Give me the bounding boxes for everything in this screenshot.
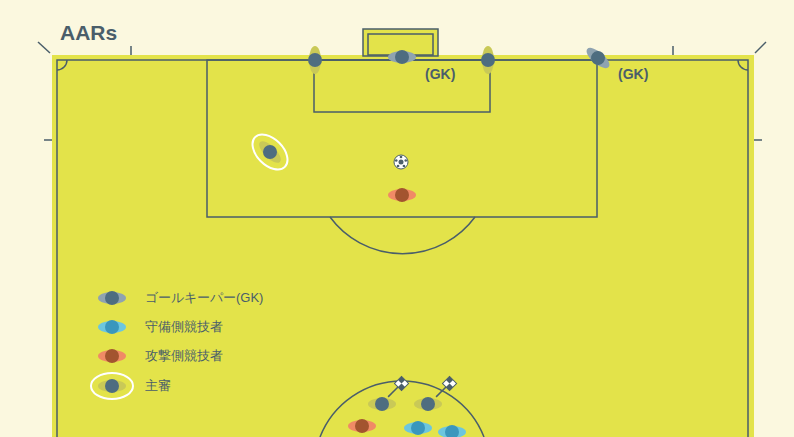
- pitch-lines: [57, 60, 748, 437]
- gk-player: [583, 44, 613, 73]
- referee-ring: [246, 128, 294, 176]
- tick: [755, 42, 766, 53]
- att-player: [388, 188, 416, 202]
- corner-arc-left: [57, 60, 67, 70]
- ar-player: [414, 397, 442, 411]
- penalty-area: [207, 60, 597, 217]
- tick: [44, 139, 52, 141]
- ref-player: [246, 128, 294, 176]
- diagram-title: AARs: [60, 20, 117, 45]
- gk-player: [388, 50, 416, 64]
- tick: [754, 139, 762, 141]
- tick: [38, 42, 50, 53]
- goal-area: [314, 60, 490, 112]
- def-player: [98, 320, 126, 334]
- def-player: [438, 425, 466, 437]
- ar-player: [481, 46, 495, 74]
- penalty-arc: [330, 217, 475, 254]
- goalkeeper-label: (GK): [425, 66, 455, 83]
- ar-player: [308, 46, 322, 74]
- pitch-ground: [52, 55, 754, 437]
- distance-marks: [38, 42, 766, 140]
- touch-and-goal-lines: [57, 60, 748, 437]
- goalkeeper-label: (GK): [618, 66, 648, 83]
- att-player: [348, 419, 376, 433]
- legend-entry: 主審: [145, 378, 171, 394]
- referee-ring: [91, 373, 133, 399]
- legend-entry: ゴールキーパー(GK): [145, 290, 263, 306]
- ref-player: [91, 373, 133, 399]
- assistant-flag: [385, 376, 409, 400]
- legend-entry: 守備側競技者: [145, 319, 223, 335]
- tick: [130, 46, 132, 55]
- centre-circle: [320, 381, 484, 437]
- corner-arc-right: [738, 60, 748, 70]
- tick: [672, 46, 674, 55]
- gk-player: [98, 291, 126, 305]
- att-player: [98, 349, 126, 363]
- ar-player: [368, 397, 396, 411]
- assistant-flag: [433, 376, 457, 400]
- def-player: [404, 421, 432, 435]
- ball: [394, 155, 408, 169]
- legend-entry: 攻撃側競技者: [145, 348, 223, 364]
